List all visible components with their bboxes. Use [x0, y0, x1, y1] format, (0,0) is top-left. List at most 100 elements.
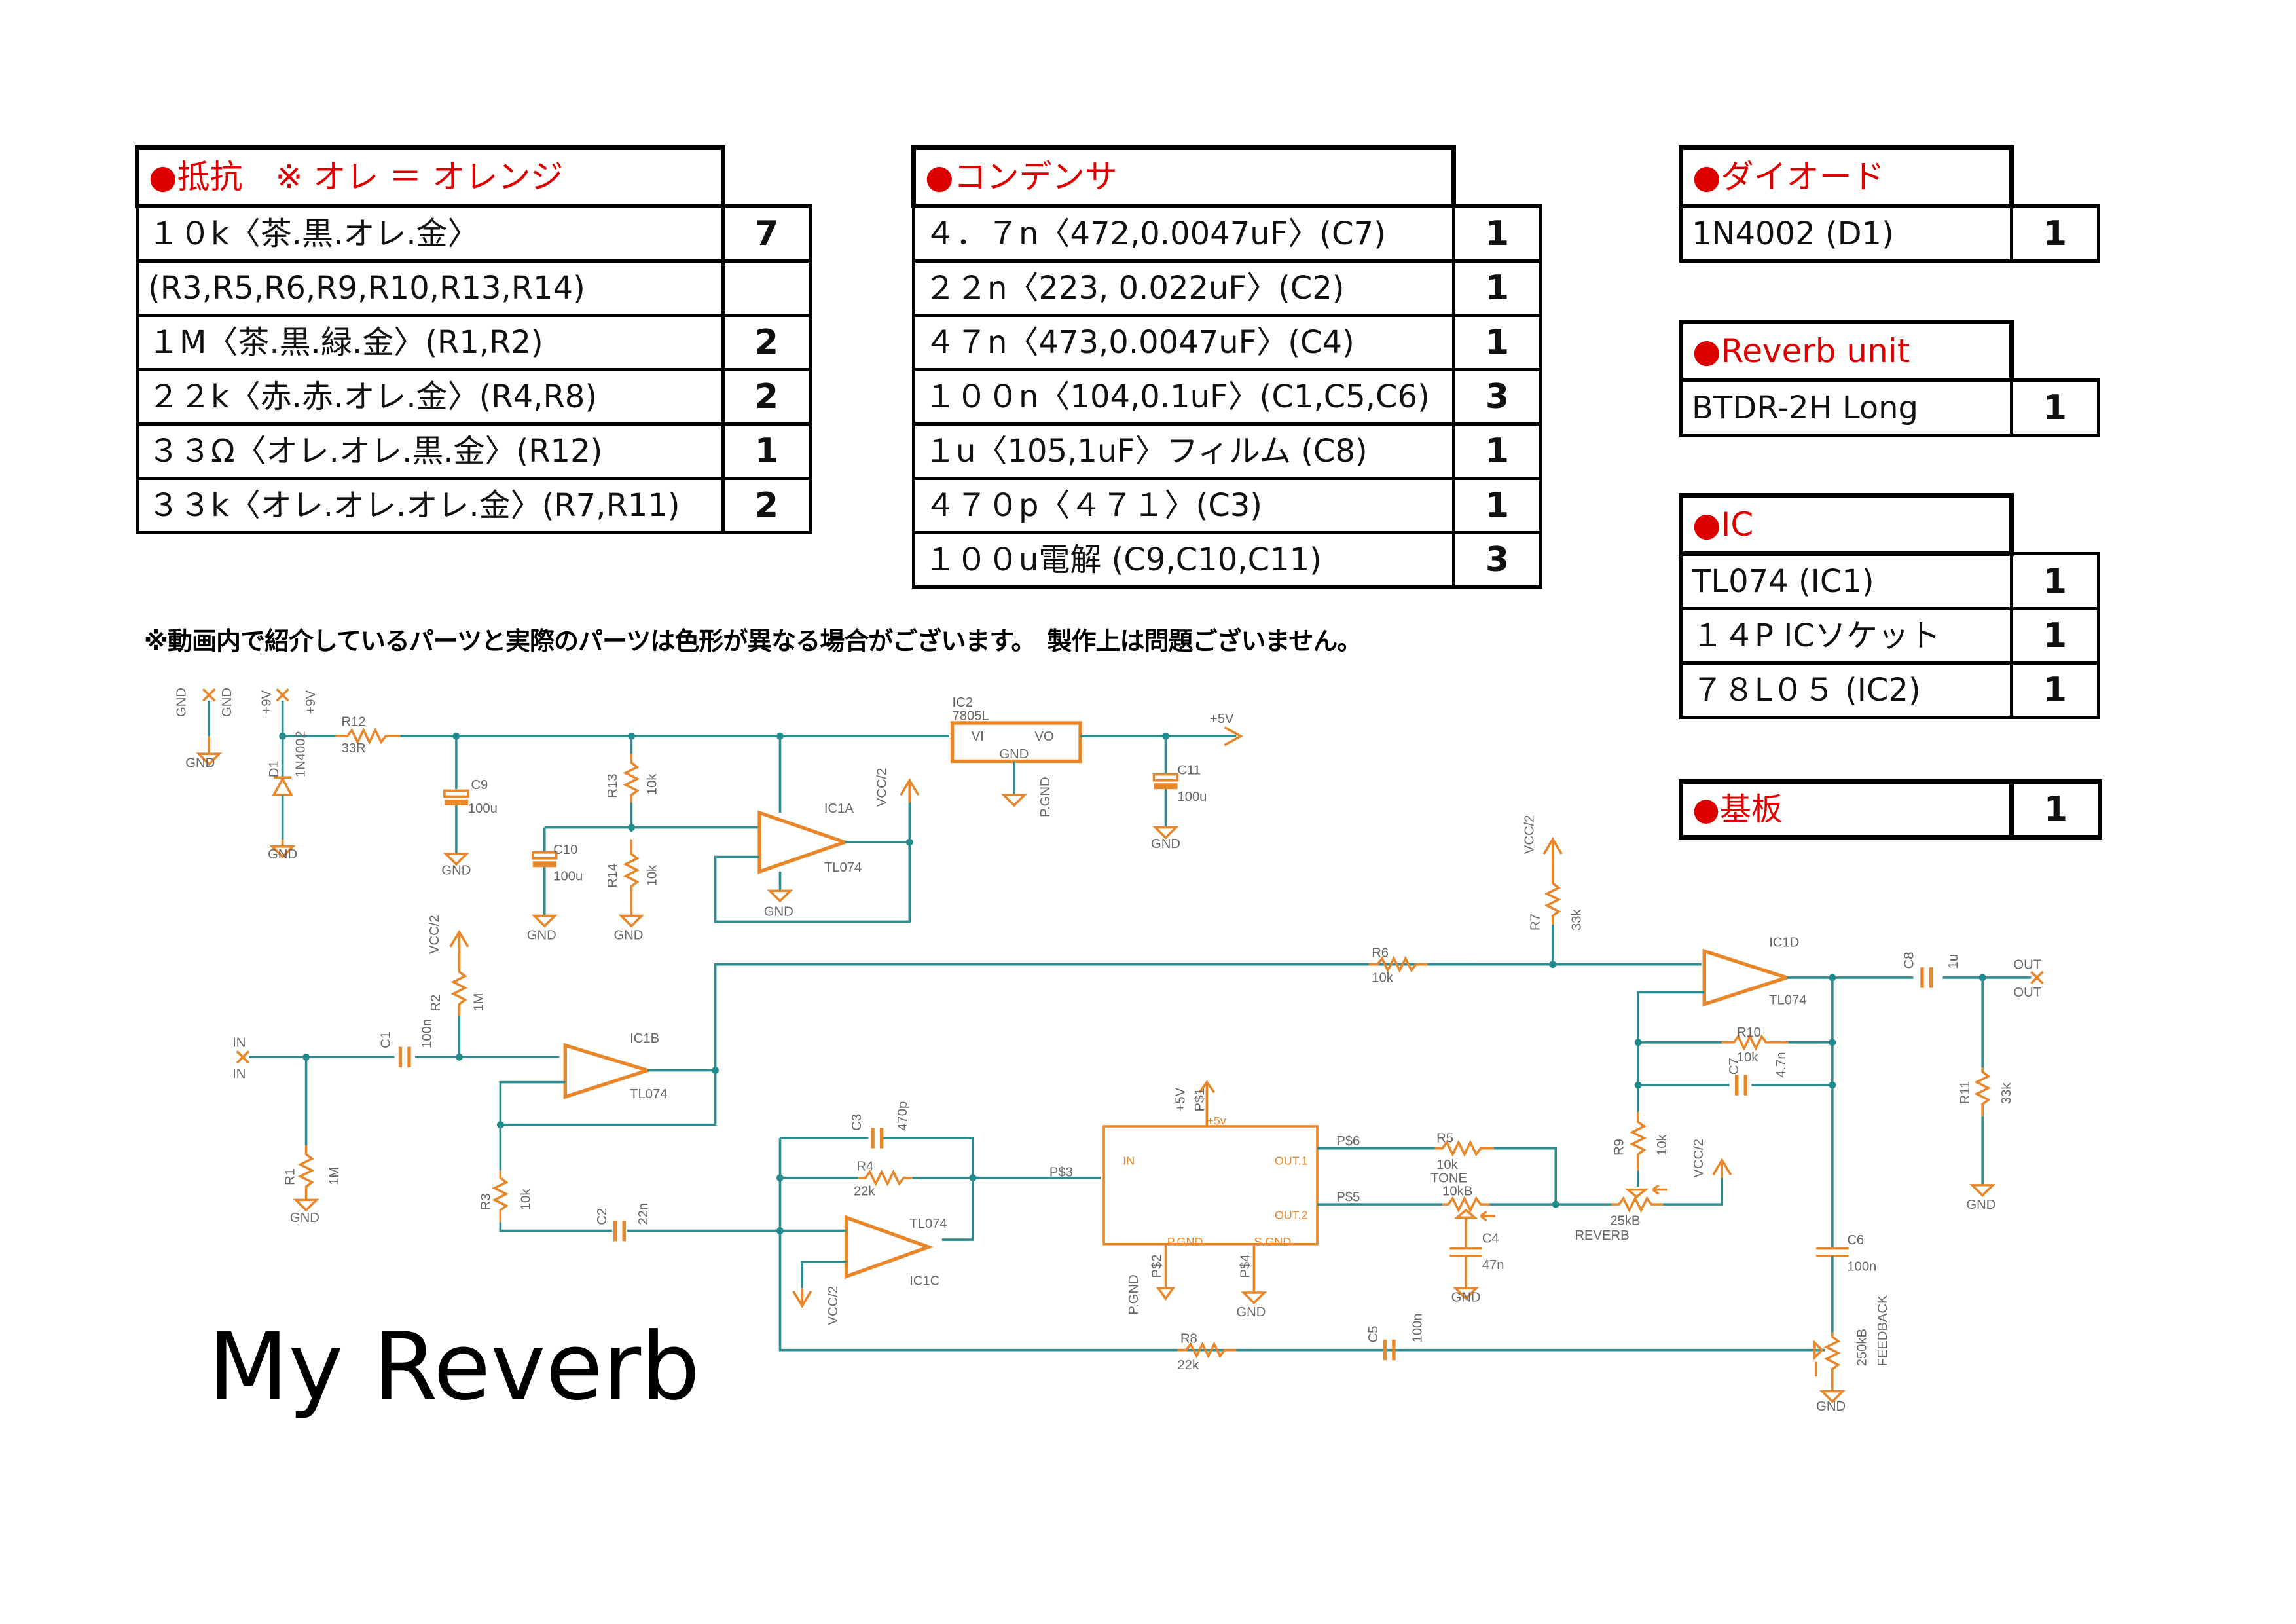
svg-text:OUT.2: OUT.2	[1275, 1209, 1308, 1222]
resistor-r4: R4 22k	[854, 1159, 913, 1199]
resistor-r6: R6 10k	[1368, 946, 1428, 986]
table-row: ２２n〈223, 0.022uF〉(C2)1	[912, 259, 1542, 317]
svg-text:33k: 33k	[1569, 908, 1584, 930]
resistor-table-header: ●抵抗 ※ オレ ＝ オレンジ	[135, 145, 725, 208]
svg-text:C6: C6	[1847, 1233, 1864, 1247]
svg-text:100n: 100n	[1847, 1259, 1876, 1274]
resistor-r12: R12 33R	[335, 714, 401, 756]
svg-text:IC1B: IC1B	[630, 1031, 659, 1046]
board-table-header: ●基板	[1679, 779, 2014, 840]
table-row: １０k〈茶.黒.オレ.金〉7	[136, 204, 812, 263]
svg-text:R2: R2	[429, 995, 443, 1012]
capacitor-c9: C9 100u GND	[441, 736, 498, 878]
svg-text:C1: C1	[379, 1031, 393, 1048]
tone-potentiometer: TONE 10kB	[1430, 1171, 1496, 1222]
svg-text:P.GND: P.GND	[1038, 777, 1053, 817]
svg-text:IC1D: IC1D	[1769, 936, 1799, 950]
svg-text:R1: R1	[283, 1168, 298, 1185]
svg-text:IC2: IC2	[953, 695, 973, 710]
gnd-input-terminal: GND GND GND	[174, 688, 234, 770]
svg-text:R4: R4	[856, 1159, 873, 1173]
resistor-r2: R2 1M VCC/2	[428, 915, 486, 1058]
svg-text:100u: 100u	[553, 870, 583, 884]
board-parts-table: ●基板 1	[1679, 779, 2102, 840]
svg-text:VCC/2: VCC/2	[1692, 1139, 1706, 1178]
svg-text:22k: 22k	[854, 1185, 875, 1199]
svg-text:C5: C5	[1366, 1326, 1381, 1343]
resistor-r7: R7 33k VCC/2	[1522, 815, 1584, 965]
table-row: ４７０p〈４７１〉(C3)1	[912, 477, 1542, 534]
svg-text:+9V: +9V	[260, 690, 274, 714]
svg-text:1u: 1u	[1946, 954, 1961, 969]
svg-text:R7: R7	[1528, 913, 1542, 931]
svg-text:100u: 100u	[1177, 790, 1207, 804]
table-row: ●基板 1	[1679, 779, 2102, 840]
svg-text:IC1C: IC1C	[909, 1274, 939, 1289]
svg-text:FEEDBACK: FEEDBACK	[1876, 1295, 1890, 1366]
table-row: TL074 (IC1)1	[1679, 552, 2100, 610]
svg-text:10k: 10k	[519, 1189, 533, 1210]
svg-text:VCC/2: VCC/2	[428, 915, 442, 954]
svg-text:C3: C3	[850, 1114, 864, 1131]
svg-text:47n: 47n	[1482, 1258, 1504, 1272]
svg-text:100n: 100n	[420, 1019, 435, 1048]
capacitor-c1: C1 100n	[379, 1019, 435, 1068]
svg-text:IN: IN	[232, 1067, 246, 1081]
opamp-ic1c: TL074 IC1C VCC/2	[780, 1215, 947, 1325]
svg-text:R11: R11	[1958, 1081, 1973, 1105]
svg-text:250kB: 250kB	[1855, 1329, 1870, 1366]
resistor-r13: R13 10k	[606, 736, 660, 803]
svg-text:GND: GND	[613, 928, 643, 942]
svg-text:D1: D1	[267, 760, 282, 777]
table-row: ７８L０５ (IC2)1	[1679, 661, 2100, 719]
svg-text:100n: 100n	[1411, 1313, 1425, 1342]
svg-text:C4: C4	[1482, 1232, 1499, 1246]
opamp-ic1d: IC1D TL074	[1702, 936, 1807, 1007]
svg-text:R3: R3	[479, 1193, 494, 1210]
svg-text:10k: 10k	[1372, 971, 1393, 986]
table-row: (R3,R5,R6,R9,R10,R13,R14)	[136, 259, 812, 317]
svg-text:10kB: 10kB	[1442, 1185, 1472, 1199]
svg-text:C11: C11	[1177, 764, 1201, 778]
capacitor-table-header: ●コンデンサ	[911, 145, 1456, 208]
diode-table-header: ●ダイオード	[1679, 145, 2014, 208]
capacitor-c3: C3 470p	[850, 1101, 910, 1149]
svg-text:P$5: P$5	[1336, 1190, 1360, 1205]
table-row: ４．７n〈472,0.0047uF〉(C7)1	[912, 204, 1542, 263]
svg-text:+5v: +5v	[1207, 1115, 1226, 1128]
svg-text:OUT.1: OUT.1	[1275, 1154, 1308, 1167]
svg-text:P$4: P$4	[1239, 1255, 1253, 1278]
svg-text:10k: 10k	[1737, 1050, 1758, 1065]
svg-text:P.GND: P.GND	[1127, 1274, 1141, 1314]
capacitor-c5: C5 100n	[1366, 1313, 1425, 1361]
capacitor-parts-table: ●コンデンサ ４．７n〈472,0.0047uF〉(C7)1 ２２n〈223, …	[911, 145, 1542, 589]
svg-text:GND: GND	[268, 847, 297, 862]
svg-text:1N4002: 1N4002	[293, 731, 308, 777]
svg-text:22k: 22k	[1177, 1358, 1199, 1373]
svg-text:TL074: TL074	[909, 1217, 947, 1231]
table-row: １M〈茶.黒.緑.金〉(R1,R2)2	[136, 314, 812, 371]
svg-text:1M: 1M	[471, 993, 486, 1012]
svg-text:P$6: P$6	[1336, 1134, 1360, 1149]
svg-text:OUT: OUT	[2013, 986, 2041, 1000]
svg-text:C2: C2	[595, 1208, 610, 1225]
svg-text:1M: 1M	[327, 1167, 342, 1185]
schematic-title: My Reverb	[208, 1313, 701, 1421]
svg-text:VCC/2: VCC/2	[826, 1286, 841, 1325]
svg-text:VCC/2: VCC/2	[1522, 815, 1537, 855]
capacitor-c11: C11 100u GND	[1151, 736, 1207, 851]
svg-text:470p: 470p	[896, 1101, 910, 1131]
svg-text:GND: GND	[1816, 1399, 1846, 1414]
svg-text:IC1A: IC1A	[824, 802, 854, 816]
svg-text:R10: R10	[1737, 1025, 1761, 1040]
svg-text:GND: GND	[1966, 1198, 1995, 1212]
table-row: ３３Ω〈オレ.オレ.黒.金〉(R12)1	[136, 422, 812, 480]
svg-text:10k: 10k	[646, 773, 660, 795]
svg-text:P.GND: P.GND	[1167, 1235, 1203, 1248]
capacitor-c2: C2 22n	[595, 1203, 651, 1242]
svg-text:GND: GND	[290, 1211, 319, 1225]
svg-text:10k: 10k	[646, 864, 660, 886]
